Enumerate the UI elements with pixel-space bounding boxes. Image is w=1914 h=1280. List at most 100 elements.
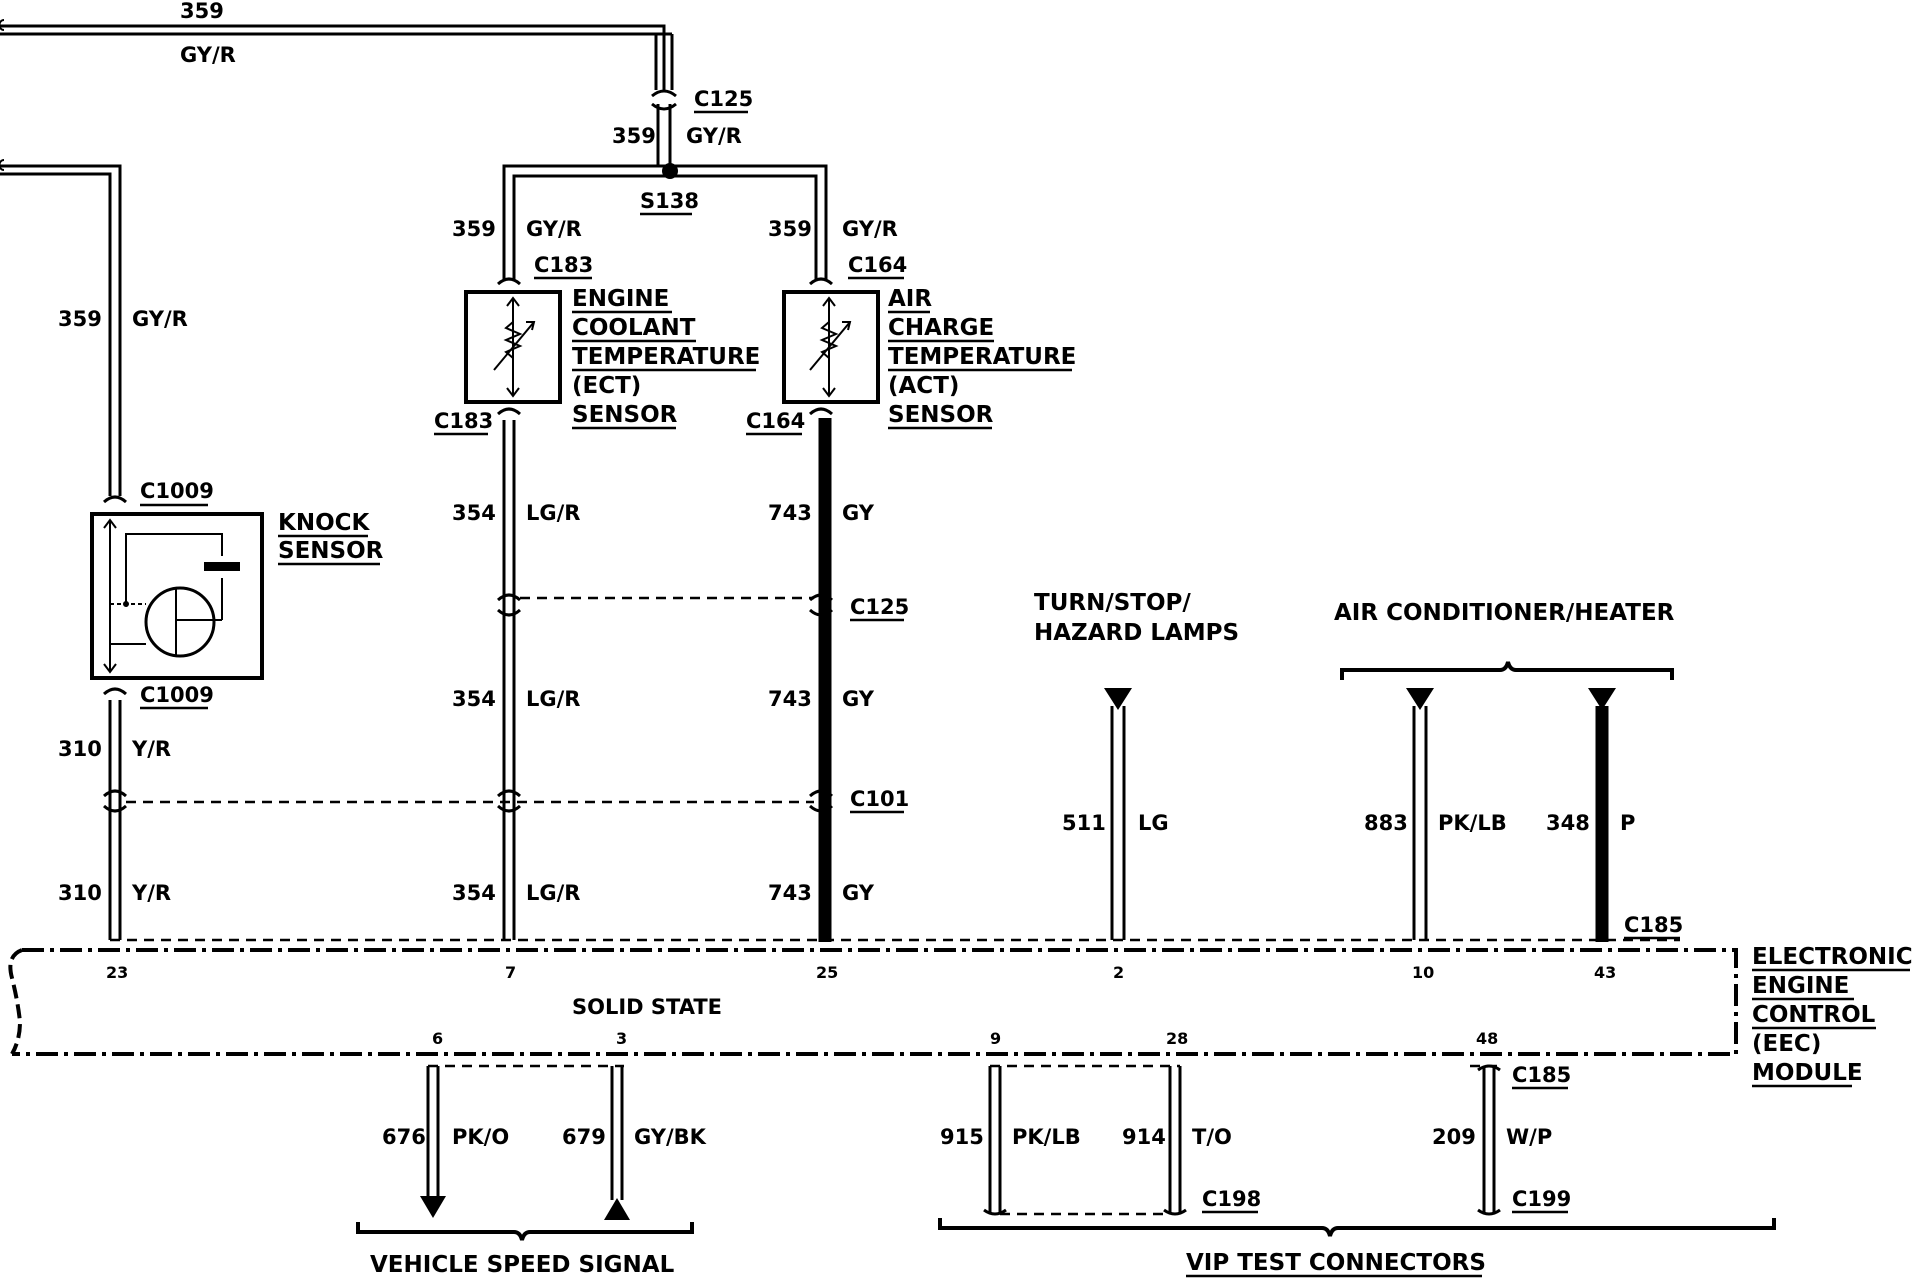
c183-top-label: C183 — [534, 253, 593, 277]
top-wire-color: GY/R — [180, 43, 236, 67]
vehicle-speed-label: VEHICLE SPEED SIGNAL — [370, 1252, 675, 1278]
c199-label: C199 — [1512, 1187, 1571, 1211]
pin-9: 9 — [990, 1029, 1001, 1048]
ect-circuit-3: 354 — [452, 881, 496, 905]
knock-lower-wire — [102, 700, 128, 940]
vip-color-1: PK/LB — [1012, 1125, 1081, 1149]
eec-label-line1: ELECTRONIC — [1752, 944, 1913, 970]
c183-bottom-label: C183 — [434, 409, 493, 433]
c125-mid-label: C125 — [850, 595, 909, 619]
pin-43: 43 — [1594, 963, 1616, 982]
act-label-line1: AIR — [888, 286, 932, 312]
knock-upper-circuit: 359 — [58, 307, 102, 331]
c125-top-circuit: 359 — [612, 124, 656, 148]
vip-test-label: VIP TEST CONNECTORS — [1186, 1250, 1486, 1276]
turn-wire — [1104, 688, 1132, 940]
c101-label: C101 — [850, 787, 909, 811]
ect-label-line2: COOLANT — [572, 315, 696, 341]
pin-48: 48 — [1476, 1029, 1498, 1048]
knock-upper-wire — [0, 159, 122, 496]
knock-lower-circuit-1: 310 — [58, 737, 102, 761]
vss-bracket — [356, 1222, 694, 1241]
vip-bracket — [938, 1218, 1776, 1237]
ac-color-2: P — [1620, 811, 1635, 835]
ect-label-line4: (ECT) — [572, 373, 641, 399]
c183-bottom-connector — [496, 407, 522, 416]
act-upper-color: GY/R — [842, 217, 898, 241]
pin-6: 6 — [432, 1029, 443, 1048]
knock-lower-circuit-2: 310 — [58, 881, 102, 905]
top-wire-circuit: 359 — [180, 0, 224, 23]
eec-label-line2: ENGINE — [1752, 973, 1849, 999]
ect-label-line3: TEMPERATURE — [572, 344, 760, 370]
pin-7: 7 — [505, 963, 516, 982]
vip-circuit-1: 915 — [940, 1125, 984, 1149]
vip-circuit-3: 209 — [1432, 1125, 1476, 1149]
c125-top-connector — [651, 89, 677, 166]
c185-bottom-label: C185 — [1512, 1063, 1571, 1087]
c125-top-label: C125 — [694, 87, 753, 111]
vip-wire-2 — [1163, 1066, 1187, 1216]
splice-bus — [502, 164, 828, 280]
act-upper-circuit: 359 — [768, 217, 812, 241]
act-color-1: GY — [842, 501, 875, 525]
ect-sensor-box — [464, 290, 562, 404]
ect-upper-circuit: 359 — [452, 217, 496, 241]
vss-circuit-1: 676 — [382, 1125, 426, 1149]
ect-lower-wire — [496, 420, 522, 940]
c164-bottom-label: C164 — [746, 409, 805, 433]
eec-label-line4: (EEC) — [1752, 1031, 1821, 1057]
vip-circuit-2: 914 — [1122, 1125, 1166, 1149]
splice-label: S138 — [640, 189, 699, 213]
act-lower-wire — [808, 418, 834, 942]
c125-top-color: GY/R — [686, 124, 742, 148]
vip-color-2: T/O — [1192, 1125, 1232, 1149]
c1009-top-connector — [102, 495, 128, 504]
c185-top-label: C185 — [1624, 913, 1683, 937]
act-label-line4: (ACT) — [888, 373, 959, 399]
turn-circuit: 511 — [1062, 811, 1106, 835]
act-circuit-2: 743 — [768, 687, 812, 711]
ect-label-line1: ENGINE — [572, 286, 669, 312]
pin-28: 28 — [1166, 1029, 1188, 1048]
c1009-top-label: C1009 — [140, 479, 214, 503]
ect-upper-color: GY/R — [526, 217, 582, 241]
knock-lower-color-1: Y/R — [131, 737, 171, 761]
top-feed-wire — [0, 19, 674, 90]
ect-color-3: LG/R — [526, 881, 580, 905]
eec-module-outline — [8, 938, 1738, 1056]
knock-sensor-box — [90, 512, 264, 680]
act-label-line2: CHARGE — [888, 315, 994, 341]
ac-circuit-2: 348 — [1546, 811, 1590, 835]
vss-wire-2 — [604, 1066, 630, 1220]
ac-heater-label: AIR CONDITIONER/HEATER — [1334, 600, 1675, 626]
vip-wire-1 — [983, 1066, 1007, 1216]
act-label-line5: SENSOR — [888, 402, 994, 428]
eec-label-line3: CONTROL — [1752, 1002, 1876, 1028]
pin-3: 3 — [616, 1029, 627, 1048]
c1009-bottom-label: C1009 — [140, 683, 214, 707]
c1009-bottom-connector — [102, 687, 128, 696]
solid-state-label: SOLID STATE — [572, 995, 722, 1019]
act-sensor-box — [782, 290, 880, 404]
c183-top-connector — [496, 277, 522, 286]
knock-lower-color-2: Y/R — [131, 881, 171, 905]
ac-circuit-1: 883 — [1364, 811, 1408, 835]
knock-label-line2: SENSOR — [278, 538, 384, 564]
pin-2: 2 — [1113, 963, 1124, 982]
vss-wire-1 — [420, 1066, 446, 1218]
knock-label-line1: KNOCK — [278, 510, 371, 536]
c164-top-label: C164 — [848, 253, 907, 277]
ect-color-2: LG/R — [526, 687, 580, 711]
turn-color: LG — [1138, 811, 1169, 835]
vss-color-1: PK/O — [452, 1125, 509, 1149]
c164-bottom-connector — [808, 407, 834, 416]
turn-label-line1: TURN/STOP/ — [1034, 590, 1191, 616]
pin-25: 25 — [816, 963, 838, 982]
act-color-3: GY — [842, 881, 875, 905]
vip-wire-3 — [1477, 1064, 1501, 1216]
vip-color-3: W/P — [1506, 1125, 1552, 1149]
turn-label-line2: HAZARD LAMPS — [1034, 620, 1239, 646]
ect-circuit-2: 354 — [452, 687, 496, 711]
